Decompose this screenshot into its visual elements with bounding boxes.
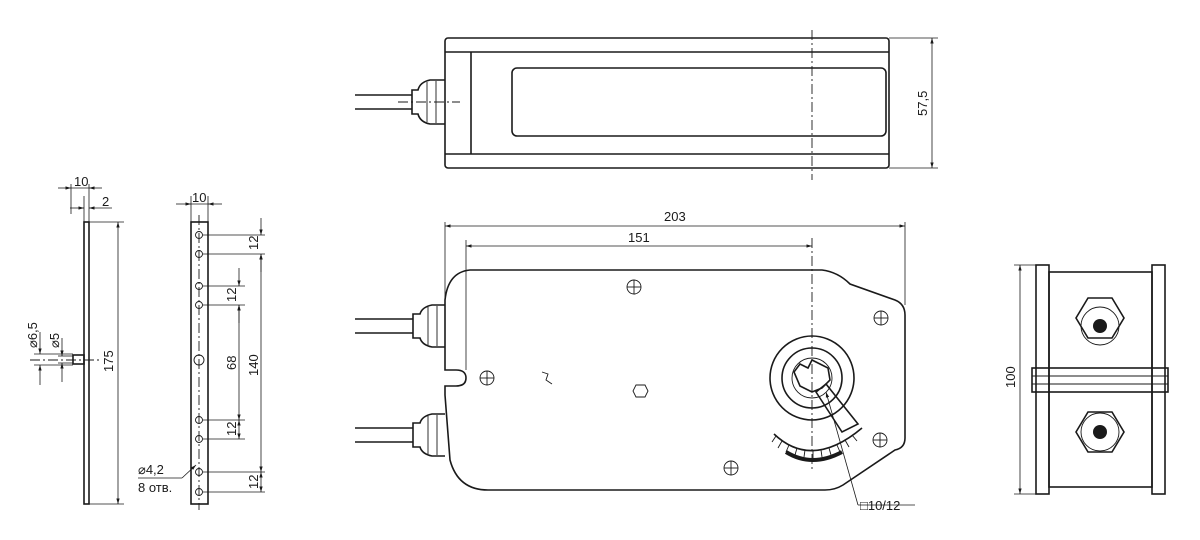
bracket-side-view: 10 2 175 ⌀6,5 ⌀5: [25, 174, 124, 505]
pin-diameter-inner: ⌀5: [47, 333, 62, 348]
bracket-pin: [72, 354, 85, 365]
front-body: [444, 269, 906, 491]
length-to-shaft-label: 151: [628, 230, 650, 245]
spacing-bottom-label: 12: [246, 475, 261, 489]
plate-width-label: 10: [192, 190, 206, 205]
actuator-side-view: 100: [1003, 264, 1169, 495]
square-shaft-label: □10/12: [860, 498, 900, 513]
side-right-flange: [1151, 264, 1166, 495]
hex-nut: [632, 384, 649, 398]
side-left-flange: [1035, 264, 1050, 495]
top-body: [444, 37, 890, 169]
manual-mark: [541, 371, 553, 385]
side-height-label: 100: [1003, 366, 1018, 388]
spacing-second-label: 12: [224, 288, 239, 302]
spacing-total-label: 140: [246, 354, 261, 376]
bracket-height-label: 175: [101, 350, 116, 372]
position-scale-band: [784, 450, 843, 462]
top-label-recess: [511, 67, 887, 137]
position-scale-ticks: [771, 434, 858, 458]
side-body: [1048, 271, 1153, 488]
top-height-label: 57,5: [915, 91, 930, 116]
side-upper-cable: [1093, 319, 1107, 333]
shaft-clamp: [793, 358, 831, 393]
side-lower-gland: [1075, 411, 1125, 453]
side-upper-gland: [1075, 297, 1125, 339]
spacing-mid-label: 68: [224, 356, 239, 370]
side-center-rail: [1031, 367, 1169, 393]
spacing-top-label: 12: [246, 236, 261, 250]
position-scale-arc: [773, 427, 863, 452]
actuator-front-view: 203 151 □10/12: [355, 209, 915, 513]
length-overall-label: 203: [664, 209, 686, 224]
holes-diameter-label: ⌀4,2: [138, 462, 164, 477]
spacing-third-label: 12: [224, 422, 239, 436]
plate-outline: [190, 221, 209, 505]
bracket-thickness-label: 2: [102, 194, 109, 209]
side-lower-cable: [1093, 425, 1107, 439]
mounting-plate-view: 10 12 12 68 12 140 12 ⌀4,2 8 отв.: [138, 190, 265, 510]
lower-cable-gland: [412, 413, 445, 457]
screw-heads: [479, 279, 889, 476]
upper-cable-gland: [412, 304, 445, 348]
plate-holes: [193, 231, 205, 496]
holes-count-label: 8 отв.: [138, 480, 172, 495]
actuator-top-view: 57,5: [355, 30, 938, 180]
bracket-width-label: 10: [74, 174, 88, 189]
pin-diameter-outer: ⌀6,5: [25, 322, 40, 348]
